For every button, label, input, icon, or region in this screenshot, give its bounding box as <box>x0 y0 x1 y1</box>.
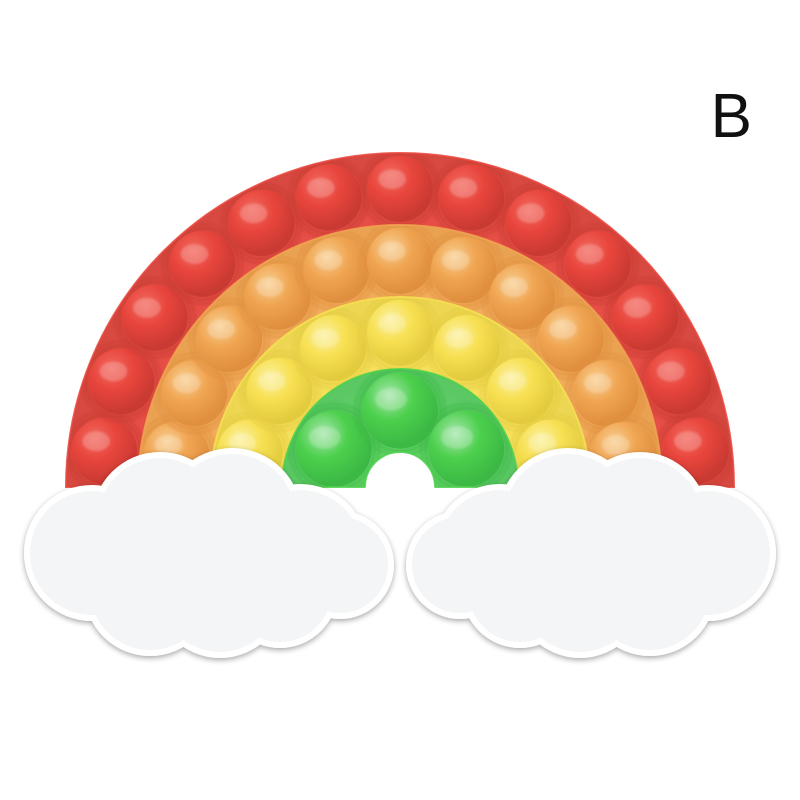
bubble-dome <box>428 410 505 487</box>
bubble-highlight <box>441 250 470 271</box>
bubble-highlight <box>82 431 111 452</box>
bubble-well-ring <box>607 280 683 356</box>
bubble-well-ring <box>423 406 509 487</box>
bubble-dome <box>367 156 433 222</box>
bubble-highlight <box>132 297 161 318</box>
bubble-highlight <box>528 432 557 453</box>
bubble-highlight <box>228 432 256 453</box>
bubble-highlight <box>311 328 340 349</box>
bubble-well-ring <box>529 297 613 381</box>
bubble-highlight <box>257 371 286 391</box>
bubble-highlight <box>449 177 478 198</box>
bubble-highlight <box>306 177 335 198</box>
bubble-well-ring <box>83 343 159 419</box>
rainbow-arc-group <box>64 152 736 488</box>
bubble-well-ring <box>480 255 564 339</box>
red-band-group <box>64 152 736 488</box>
bubble-highlight <box>549 319 577 340</box>
bubble-highlight <box>378 241 406 261</box>
bubble-highlight <box>516 203 545 224</box>
left-cloud-group <box>24 448 394 658</box>
bubble-highlight <box>656 361 685 382</box>
right-cloud-body <box>412 454 770 652</box>
left-cloud-body <box>30 454 388 652</box>
bubble-well-ring <box>113 276 197 360</box>
bubble-well-ring <box>556 222 640 306</box>
green-band-group <box>280 368 520 488</box>
bubble-highlight <box>154 435 183 455</box>
bubble-well-ring <box>242 353 318 429</box>
bubble-highlight <box>674 431 702 452</box>
bubble-well-ring <box>160 222 244 306</box>
bubble-dome <box>228 190 295 257</box>
bubble-dome <box>367 300 433 366</box>
bubble-well-ring <box>429 310 505 386</box>
bubble-well-ring <box>187 297 271 381</box>
bubble-highlight <box>500 277 529 297</box>
bubble-highlight <box>172 373 201 394</box>
bubble-dome <box>537 306 604 373</box>
bubble-highlight <box>308 425 341 449</box>
bubble-dome <box>303 237 370 304</box>
bubble-highlight <box>374 387 407 411</box>
bubble-dome <box>438 164 505 231</box>
bubble-dome <box>645 348 712 415</box>
bubble-well-ring <box>164 226 240 302</box>
bubble-well-ring <box>191 301 267 377</box>
bubble-highlight <box>623 297 652 318</box>
cloud-lobe <box>468 538 572 642</box>
bubble-highlight <box>99 361 128 382</box>
bubble-highlight <box>498 371 527 391</box>
bubble-highlight <box>180 244 209 264</box>
bubble-highlight <box>575 244 604 264</box>
bubble-well-ring <box>117 280 193 356</box>
bubble-highlight <box>445 328 473 349</box>
bubble-dome <box>88 348 155 415</box>
orange-band-bubbles <box>138 225 662 487</box>
bubble-well-ring <box>238 349 322 433</box>
cloud-lobe <box>228 538 332 642</box>
bubble-highlight <box>239 203 268 224</box>
bubble-dome <box>161 360 228 427</box>
bubble-highlight <box>256 277 284 297</box>
bubble-highlight <box>601 435 630 455</box>
bubble-highlight <box>207 319 236 340</box>
variant-label: B <box>710 82 752 151</box>
bubble-well-ring <box>484 259 560 335</box>
right-cloud-group <box>406 448 776 658</box>
bubble-well-ring <box>641 343 717 419</box>
bubble-well-ring <box>560 226 636 302</box>
orange-band-group <box>136 224 664 488</box>
bubble-highlight <box>583 373 612 394</box>
bubble-well-ring <box>500 185 576 261</box>
green-band-outline <box>280 368 520 488</box>
bubble-highlight <box>441 425 474 449</box>
bubble-dome <box>295 164 362 231</box>
clouds-group <box>24 448 776 658</box>
bubble-highlight <box>378 169 406 190</box>
bubble-highlight <box>378 313 406 333</box>
bubble-highlight <box>314 250 343 271</box>
bubble-dome <box>300 315 367 382</box>
bubble-dome <box>612 284 679 351</box>
bubble-dome <box>367 228 433 294</box>
